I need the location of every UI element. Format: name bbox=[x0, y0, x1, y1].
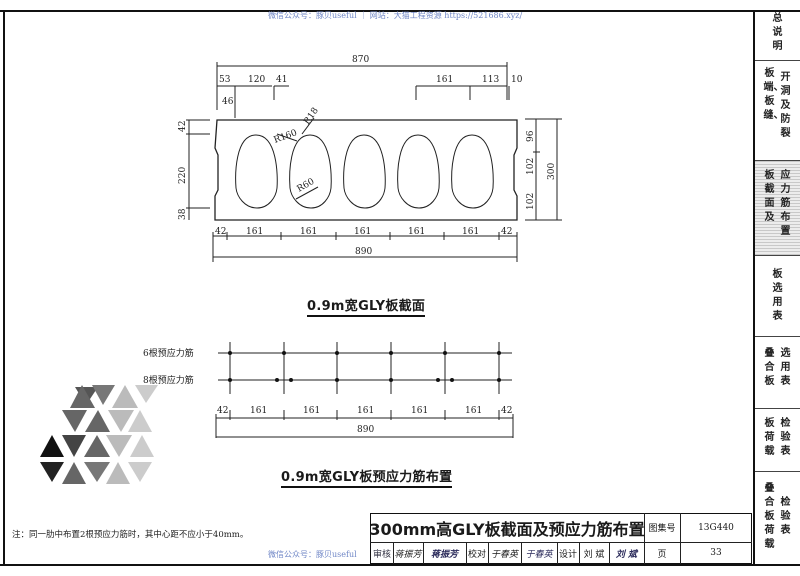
svg-text:220: 220 bbox=[178, 167, 188, 184]
atlas-label: 图集号 bbox=[648, 524, 676, 534]
check-signature: 于春英 bbox=[525, 549, 553, 560]
review-label: 审核 bbox=[372, 549, 391, 560]
tb-vline-1 bbox=[644, 513, 645, 564]
svg-text:53: 53 bbox=[219, 75, 231, 85]
dim-top-total: 870 bbox=[352, 55, 369, 65]
title-block-divider bbox=[370, 542, 752, 543]
tb-vline-7 bbox=[521, 542, 522, 564]
design-signature: 刘 斌 bbox=[615, 549, 638, 560]
tb-vline-10 bbox=[609, 542, 610, 564]
footnote: 注：同一肋中布置2根预应力筋时，其中心距不应小于40mm。 bbox=[12, 530, 249, 540]
sidebar-item-slab-end-joints[interactable]: 板端、板缝、 开洞及防裂 bbox=[755, 61, 800, 161]
sidebar-item-load-test[interactable]: 板荷载 检验表 bbox=[755, 409, 800, 472]
svg-text:38: 38 bbox=[178, 208, 188, 220]
sidebar-label: 检验表 bbox=[780, 497, 791, 536]
tb-vline-6 bbox=[488, 542, 489, 564]
page-label: 页 bbox=[657, 549, 667, 560]
section-caption: 0.9m宽GLY板截面 bbox=[307, 295, 426, 317]
svg-text:102: 102 bbox=[526, 158, 536, 175]
watermark-top: 微信公众号：豚贝useful ｜ 网站：大猫工程资源 https://52168… bbox=[268, 11, 523, 20]
sidebar-item-section-prestress[interactable]: 板截面及 应力筋布置 bbox=[755, 161, 800, 256]
sidebar-item-composite-selection[interactable]: 叠合板 选用表 bbox=[755, 337, 800, 409]
atlas-number: 13G440 bbox=[698, 522, 734, 533]
sidebar-label: 叠合板荷载 bbox=[764, 483, 775, 550]
svg-text:96: 96 bbox=[526, 130, 536, 142]
svg-text:46: 46 bbox=[222, 97, 234, 107]
sidebar-label: 板截面及 bbox=[764, 170, 775, 223]
svg-text:161: 161 bbox=[250, 406, 267, 416]
svg-text:300: 300 bbox=[547, 163, 557, 180]
check-name: 于春英 bbox=[490, 549, 518, 560]
sidebar-label: 选用表 bbox=[780, 348, 791, 387]
design-name: 刘 斌 bbox=[583, 549, 605, 560]
row-label-6: 6根预应力筋 bbox=[143, 347, 194, 359]
frame-border-left bbox=[3, 10, 5, 566]
sidebar-label: 板选用表 bbox=[772, 269, 783, 322]
svg-text:113: 113 bbox=[482, 75, 499, 85]
sidebar-item-slab-selection[interactable]: 板选用表 bbox=[755, 256, 800, 337]
svg-text:R18: R18 bbox=[302, 106, 321, 127]
svg-text:161: 161 bbox=[411, 406, 428, 416]
design-label: 设计 bbox=[558, 549, 577, 560]
review-name: 蒋振芳 bbox=[394, 549, 422, 560]
svg-text:161: 161 bbox=[300, 227, 317, 237]
sidebar-label: 叠合板 bbox=[764, 348, 775, 387]
svg-text:10: 10 bbox=[511, 75, 523, 85]
tb-vline-3 bbox=[393, 542, 394, 564]
svg-text:42: 42 bbox=[501, 406, 512, 416]
logo-triangles bbox=[40, 385, 158, 484]
svg-text:42: 42 bbox=[178, 121, 188, 132]
sidebar-label: 应力筋布置 bbox=[780, 170, 791, 237]
frame-border-bottom bbox=[0, 564, 800, 566]
svg-text:161: 161 bbox=[462, 227, 479, 237]
svg-text:42: 42 bbox=[501, 227, 512, 237]
svg-text:120: 120 bbox=[248, 75, 265, 85]
tb-vline-5 bbox=[466, 542, 467, 564]
review-signature: 蒋振芳 bbox=[430, 549, 458, 560]
svg-text:890: 890 bbox=[357, 425, 374, 435]
sidebar-label: 板端、板缝、 bbox=[763, 68, 784, 121]
dim-bottom-total: 890 bbox=[355, 247, 372, 257]
sidebar-label: 总说明 bbox=[772, 13, 783, 52]
tb-vline-2 bbox=[680, 513, 681, 564]
frame-border-right bbox=[753, 10, 755, 566]
tb-vline-9 bbox=[579, 542, 580, 564]
svg-text:161: 161 bbox=[303, 406, 320, 416]
svg-text:161: 161 bbox=[246, 227, 263, 237]
sidebar-item-composite-load-test[interactable]: 叠合板荷载 检验表 bbox=[755, 472, 800, 566]
svg-text:R60: R60 bbox=[296, 177, 317, 195]
tb-vline-4 bbox=[423, 542, 424, 564]
sidebar-item-general-notes[interactable]: 总说明 bbox=[755, 10, 800, 61]
tb-vline-8 bbox=[557, 542, 558, 564]
frame-border-top bbox=[0, 10, 800, 12]
svg-text:42: 42 bbox=[215, 227, 226, 237]
drawing-title: 300mm高GLY板截面及预应力筋布置 bbox=[369, 519, 645, 539]
svg-text:161: 161 bbox=[357, 406, 374, 416]
check-label: 校对 bbox=[467, 549, 486, 560]
sidebar-label: 检验表 bbox=[780, 418, 791, 457]
sidebar-label: 开洞及防裂 bbox=[780, 72, 791, 139]
svg-text:R160: R160 bbox=[273, 128, 299, 146]
page-number: 33 bbox=[710, 548, 722, 558]
svg-text:42: 42 bbox=[217, 406, 228, 416]
row-label-8: 8根预应力筋 bbox=[143, 374, 194, 386]
svg-text:41: 41 bbox=[276, 75, 287, 85]
rebar-drawing bbox=[215, 342, 514, 438]
svg-text:161: 161 bbox=[354, 227, 371, 237]
rebar-caption: 0.9m宽GLY板预应力筋布置 bbox=[281, 466, 453, 488]
watermark-bottom: 微信公众号：豚贝useful bbox=[268, 550, 357, 559]
svg-text:161: 161 bbox=[408, 227, 425, 237]
section-drawing: 870 53 120 41 161 113 10 46 R160 R18 R60… bbox=[40, 55, 562, 484]
svg-text:161: 161 bbox=[436, 75, 453, 85]
title-block bbox=[370, 513, 752, 564]
svg-text:161: 161 bbox=[465, 406, 482, 416]
svg-text:102: 102 bbox=[526, 193, 536, 210]
sidebar-label: 板荷载 bbox=[764, 418, 775, 457]
